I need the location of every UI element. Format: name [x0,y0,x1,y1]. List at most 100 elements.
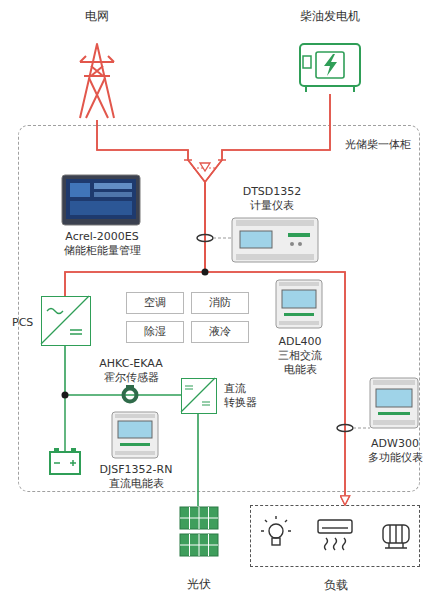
tower-bracing [86,66,108,118]
terminal-strip [236,254,314,260]
meter-art [370,378,418,428]
meter-button [298,242,302,246]
node-label: Acrel-2000ES 储能柜能量管理 [55,230,149,258]
ac-unit-icon [318,520,352,533]
pcs-diagonal [41,296,89,344]
screen-frame [62,175,140,225]
generator-feet [306,86,354,92]
meter-art [232,218,318,262]
load-group: 负载 [250,505,420,567]
power-line [65,120,205,296]
current-transformer [197,235,213,242]
node-label: AHKC-EKAA 霍尔传感器 [89,357,173,385]
terminal-strip [373,420,415,425]
node-label: 光伏 [169,576,229,592]
node-label: DTSD1352 计量仪表 [237,185,307,213]
terminal-strip [279,321,319,325]
pv-panel [180,507,218,529]
battery-terminal [54,448,59,452]
converter-diagonal [181,378,215,412]
current-transformer [337,425,353,432]
converter-box: 直流 转换器 [181,378,217,414]
generator-part [303,56,311,68]
power-line [197,414,199,506]
power-line [65,94,330,296]
dc-symbol [185,386,193,389]
leader-line [213,238,232,239]
screen-widget [94,192,132,197]
node-label: DJSF1352-RN 直流电能表 [87,463,185,491]
aux-box: 液冷 [191,321,249,343]
ems-screen-art [62,175,140,225]
ems-screen: Acrel-2000ES 储能柜能量管理 [63,176,141,226]
leader-line [353,428,370,429]
battery-body [50,452,80,474]
dc-symbol [70,330,82,334]
bulb-icon [269,524,283,538]
terminal-strip [373,380,415,385]
meter-body [112,412,158,458]
node-label: 空调 [127,293,183,313]
grid-source: 电网 [72,30,122,120]
node-label: 柴油发电机 [270,8,390,24]
ac-unit-vent [322,527,348,528]
power-line [65,346,181,395]
meter-screen [240,231,272,248]
screen-widget [70,183,90,197]
generator-source: 柴油发电机 [298,40,362,94]
tower-arms [80,56,114,76]
meter-body [232,218,318,262]
meter-body [370,378,418,428]
tower-frame [80,44,114,118]
node-label: 消防 [192,293,248,313]
meter-badge [284,313,314,316]
meter-art [276,280,322,328]
junction-dot [62,392,69,399]
terminal-strip [115,414,155,418]
junction-dot [202,269,209,276]
cabinet-frame: 光储柴一体柜Acrel-2000ES 储能柜能量管理DTSD1352 计量仪表P… [18,125,420,492]
pv-grid [180,507,218,529]
screen-widget [70,201,132,215]
air-flow [325,538,346,550]
meter-badge [288,233,310,237]
bulb-rays [261,516,291,531]
lightning-symbol [324,54,337,76]
meter-button [290,242,294,246]
aux-box: 除湿 [126,321,184,343]
generator-panel [316,52,344,78]
battery-terminal [71,448,76,452]
load-icons [261,516,409,550]
node-label: 除湿 [127,322,183,342]
switch-contact [184,159,226,161]
generator-icon [300,44,360,92]
node-label: 负载 [306,577,366,593]
meter-art [112,412,158,458]
meter-screen [376,389,412,407]
pcs-symbol [41,296,89,344]
power-line [97,120,345,505]
motor-detail [385,525,407,548]
node-label: PCS [12,316,40,330]
terminal-strip [236,220,314,226]
converter-symbol [181,378,215,412]
hall-sensor-head [126,385,134,389]
generator-body [300,44,360,86]
node-label: 液冷 [192,322,248,342]
node-label: 直流 转换器 [224,382,264,410]
meter-device: DJSF1352-RN 直流电能表 [113,413,159,459]
battery-symbol [50,448,80,474]
aux-box: 空调 [126,292,184,314]
pv-panel [180,534,218,556]
battery-wire [64,395,66,452]
pv-array: 光伏 [180,506,218,558]
terminal-strip [115,451,155,455]
aux-box: 消防 [191,292,249,314]
switch-symbol [200,163,210,171]
meter-badge [378,412,410,415]
meter-device: ADW300 多功能仪表 [371,379,419,429]
